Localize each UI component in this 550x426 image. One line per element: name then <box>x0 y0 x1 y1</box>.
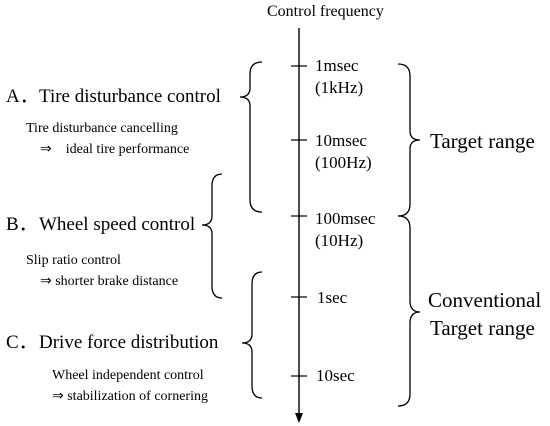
section-c-marker: C． <box>6 332 38 353</box>
section-c-title: Drive force distribution <box>39 332 219 353</box>
target-range-label: Target range <box>430 129 535 153</box>
section-a-line2: ⇒ ideal tire performance <box>40 142 190 157</box>
section-b-line1: Slip ratio control <box>26 253 121 268</box>
conventional-range-label-line2: Target range <box>430 316 535 340</box>
tick-label-10msec-period: 10msec <box>315 131 367 150</box>
section-a-marker: A． <box>6 86 39 107</box>
tick-label-1msec-period: 1msec <box>315 56 359 75</box>
section-a-line1: Tire disturbance cancelling <box>26 121 178 136</box>
brace-section-a <box>239 61 263 213</box>
section-a-title: Tire disturbance control <box>39 86 221 107</box>
tick-label-100msec-period: 100msec <box>315 209 376 228</box>
brace-target-range <box>397 63 421 217</box>
conventional-range-label-line1: Conventional <box>428 288 542 312</box>
tick-label-100msec-freq: (10Hz) <box>315 231 364 250</box>
section-b-marker: B． <box>6 214 38 235</box>
brace-section-b <box>201 173 223 299</box>
section-b-title: Wheel speed control <box>39 214 196 235</box>
axis-arrowhead <box>295 413 303 423</box>
section-b-line2: ⇒ shorter brake distance <box>40 274 179 289</box>
section-c-line1: Wheel independent control <box>52 368 204 383</box>
brace-conventional-range <box>397 215 421 407</box>
axis-title: Control frequency <box>267 3 384 20</box>
tick-label-10msec-freq: (100Hz) <box>315 153 372 172</box>
section-c-line2: ⇒ stabilization of cornering <box>52 389 208 404</box>
tick-label-1sec-period: 1sec <box>317 288 348 307</box>
tick-label-1msec-freq: (1kHz) <box>315 78 364 97</box>
tick-label-10sec-period: 10sec <box>316 366 355 385</box>
brace-section-c <box>241 271 263 399</box>
